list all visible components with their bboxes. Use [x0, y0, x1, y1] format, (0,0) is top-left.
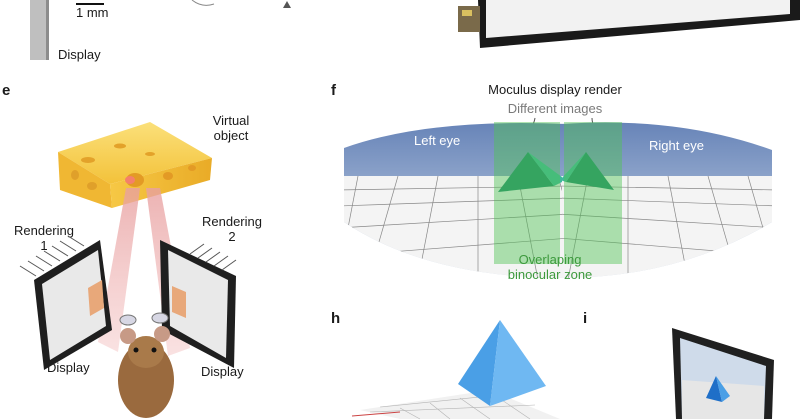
- virtual-object-label: Virtual object: [196, 113, 266, 143]
- rendering-2-line1: Rendering: [202, 214, 262, 229]
- panel-e-letter: e: [2, 82, 11, 99]
- right-eye-label: Right eye: [649, 138, 704, 153]
- pyramid-icon: [458, 320, 500, 406]
- rendering-1-line2: 1: [40, 238, 48, 253]
- scale-bar-label: 1 mm: [76, 5, 109, 20]
- overlap-line1: Overlaping: [518, 252, 582, 267]
- overlap-zone-right: [564, 122, 622, 264]
- panel-h-illustration: [351, 320, 560, 420]
- rendering-2-label: Rendering 2: [196, 214, 268, 244]
- display-label-top: Display: [58, 47, 101, 62]
- panel-e-illustration: [19, 122, 237, 418]
- virtual-object-line1: Virtual: [212, 113, 250, 128]
- panel-f-letter: f: [331, 82, 336, 99]
- left-eye-label: Left eye: [414, 133, 461, 148]
- overlap-zone-label: Overlaping binocular zone: [470, 252, 630, 282]
- left-display-icon: [19, 235, 112, 370]
- panel-f-title: Moculus display render: [488, 82, 622, 97]
- display-label-right: Display: [201, 364, 244, 379]
- panel-h-letter: h: [331, 310, 341, 327]
- display-label-left: Display: [47, 360, 90, 375]
- panel-i-letter: i: [583, 310, 588, 327]
- virtual-object-line2: object: [213, 128, 249, 143]
- different-images-label: Different images: [507, 101, 603, 116]
- moculus-render: [344, 117, 772, 278]
- panel-i-monitor: [672, 328, 774, 419]
- right-display-icon: [160, 240, 237, 368]
- mouse-icon: [118, 312, 174, 418]
- rendering-1-line1: Rendering: [14, 223, 74, 238]
- rendering-1-label: Rendering 1: [8, 223, 80, 253]
- top-left-device: [30, 0, 800, 60]
- overlap-zone-left: [494, 122, 560, 264]
- rendering-2-line2: 2: [228, 229, 236, 244]
- overlap-line2: binocular zone: [507, 267, 593, 282]
